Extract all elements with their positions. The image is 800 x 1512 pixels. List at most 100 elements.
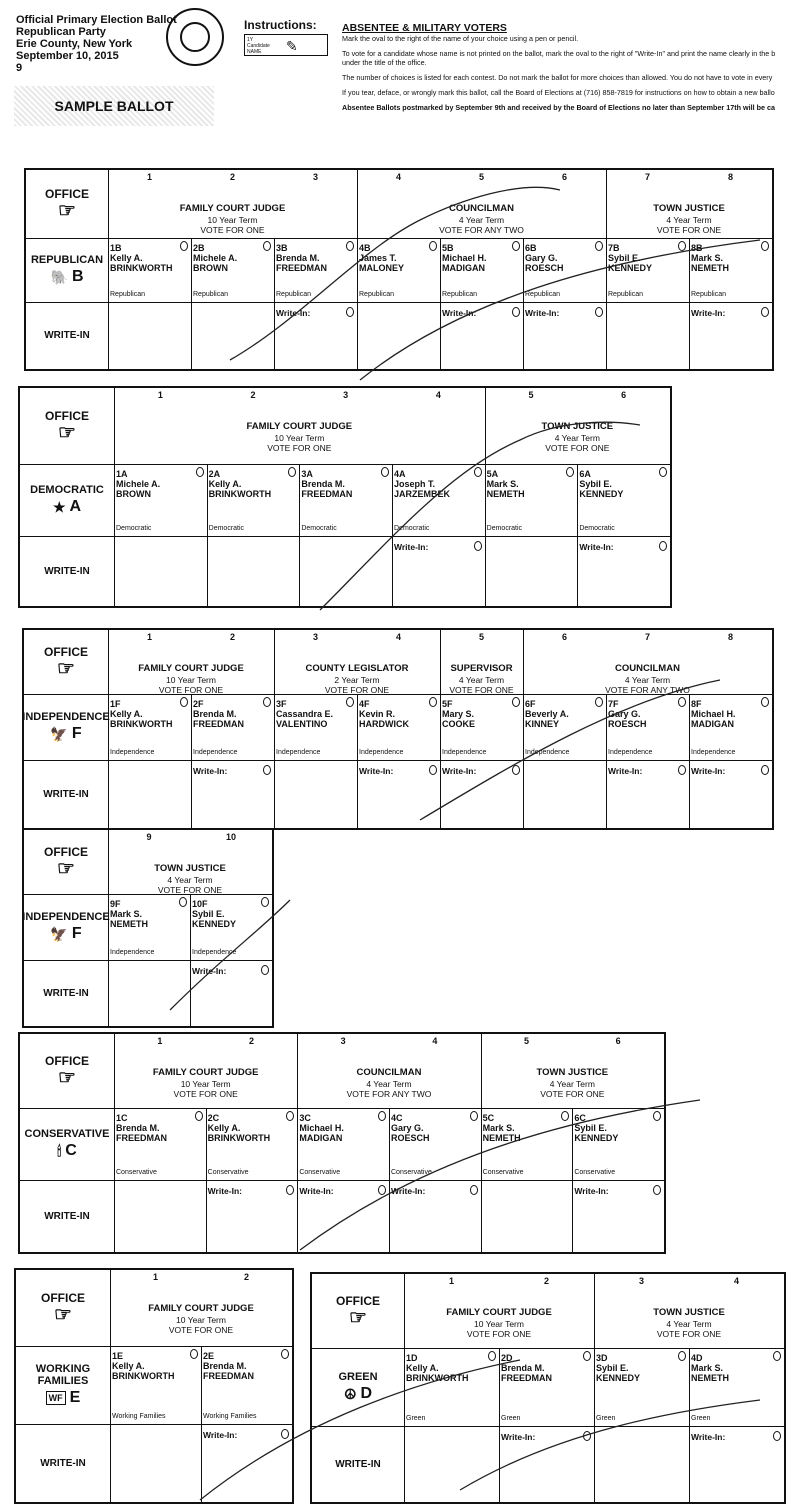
vote-oval[interactable] bbox=[595, 697, 603, 707]
write-in-oval[interactable] bbox=[678, 765, 686, 775]
write-in-oval[interactable] bbox=[429, 765, 437, 775]
vote-oval[interactable] bbox=[180, 241, 188, 251]
vote-oval[interactable] bbox=[263, 241, 271, 251]
write-in-cell[interactable]: Write-In: bbox=[201, 1424, 292, 1502]
write-in-oval[interactable] bbox=[658, 541, 667, 551]
vote-oval[interactable] bbox=[773, 1351, 781, 1361]
vote-oval[interactable] bbox=[678, 697, 686, 707]
write-in-cell[interactable]: Write-In: bbox=[572, 1180, 664, 1252]
vote-oval[interactable] bbox=[761, 241, 769, 251]
write-in-cell[interactable]: Write-In: bbox=[190, 960, 272, 1026]
vote-oval[interactable] bbox=[180, 697, 188, 707]
vote-oval[interactable] bbox=[561, 1111, 570, 1121]
write-in-oval[interactable] bbox=[595, 307, 603, 317]
write-in-cell[interactable]: Write-In: bbox=[606, 760, 690, 828]
vote-oval[interactable] bbox=[346, 241, 354, 251]
vote-oval[interactable] bbox=[429, 697, 437, 707]
write-in-cell[interactable]: Write-In: bbox=[206, 1180, 299, 1252]
vote-oval[interactable] bbox=[286, 1111, 295, 1121]
write-in-oval[interactable] bbox=[761, 765, 769, 775]
write-in-cell[interactable]: Write-In: bbox=[357, 760, 441, 828]
vote-oval[interactable] bbox=[678, 241, 686, 251]
vote-oval[interactable] bbox=[263, 697, 271, 707]
write-in-oval[interactable] bbox=[346, 307, 354, 317]
vote-oval[interactable] bbox=[195, 467, 204, 477]
vote-oval[interactable] bbox=[429, 241, 437, 251]
write-in-oval[interactable] bbox=[512, 765, 520, 775]
vote-oval[interactable] bbox=[658, 467, 667, 477]
write-in-cell[interactable]: Write-In: bbox=[689, 302, 772, 369]
write-in-oval[interactable] bbox=[286, 1185, 295, 1195]
write-in-cell[interactable]: Write-In: bbox=[577, 536, 670, 606]
vote-oval[interactable] bbox=[678, 1351, 686, 1361]
vote-oval[interactable] bbox=[512, 241, 520, 251]
vote-oval[interactable] bbox=[488, 1351, 496, 1361]
write-in-cell[interactable]: Write-In: bbox=[523, 302, 607, 369]
write-in-oval[interactable] bbox=[652, 1185, 661, 1195]
vote-oval[interactable] bbox=[512, 697, 520, 707]
write-in-oval[interactable] bbox=[583, 1431, 591, 1441]
vote-oval[interactable] bbox=[190, 1349, 198, 1359]
write-in-cell[interactable]: Write-In: bbox=[297, 1180, 390, 1252]
vote-oval[interactable] bbox=[380, 467, 389, 477]
vote-oval[interactable] bbox=[288, 467, 297, 477]
vote-oval[interactable] bbox=[583, 1351, 591, 1361]
vote-oval[interactable] bbox=[595, 241, 603, 251]
vote-oval[interactable] bbox=[261, 897, 269, 907]
write-in-oval[interactable] bbox=[281, 1429, 289, 1439]
write-in-oval[interactable] bbox=[261, 965, 269, 975]
write-in-oval[interactable] bbox=[761, 307, 769, 317]
write-in-cell[interactable]: Write-In: bbox=[274, 302, 358, 369]
write-in-cell[interactable]: Write-In: bbox=[499, 1426, 595, 1502]
write-in-oval[interactable] bbox=[469, 1185, 478, 1195]
write-in-cell[interactable]: Write-In: bbox=[191, 760, 275, 828]
write-in-cell[interactable]: Write-In: bbox=[440, 760, 524, 828]
vote-oval[interactable] bbox=[346, 697, 354, 707]
write-in-cell[interactable]: Write-In: bbox=[689, 760, 772, 828]
vote-oval[interactable] bbox=[281, 1349, 289, 1359]
write-in-cell[interactable]: Write-In: bbox=[440, 302, 524, 369]
vote-oval[interactable] bbox=[377, 1111, 386, 1121]
vote-oval[interactable] bbox=[194, 1111, 203, 1121]
vote-oval[interactable] bbox=[473, 467, 482, 477]
write-in-oval[interactable] bbox=[773, 1431, 781, 1441]
write-in-oval[interactable] bbox=[473, 541, 482, 551]
vote-oval[interactable] bbox=[469, 1111, 478, 1121]
vote-oval[interactable] bbox=[566, 467, 575, 477]
write-in-oval[interactable] bbox=[263, 765, 271, 775]
write-in-oval[interactable] bbox=[377, 1185, 386, 1195]
